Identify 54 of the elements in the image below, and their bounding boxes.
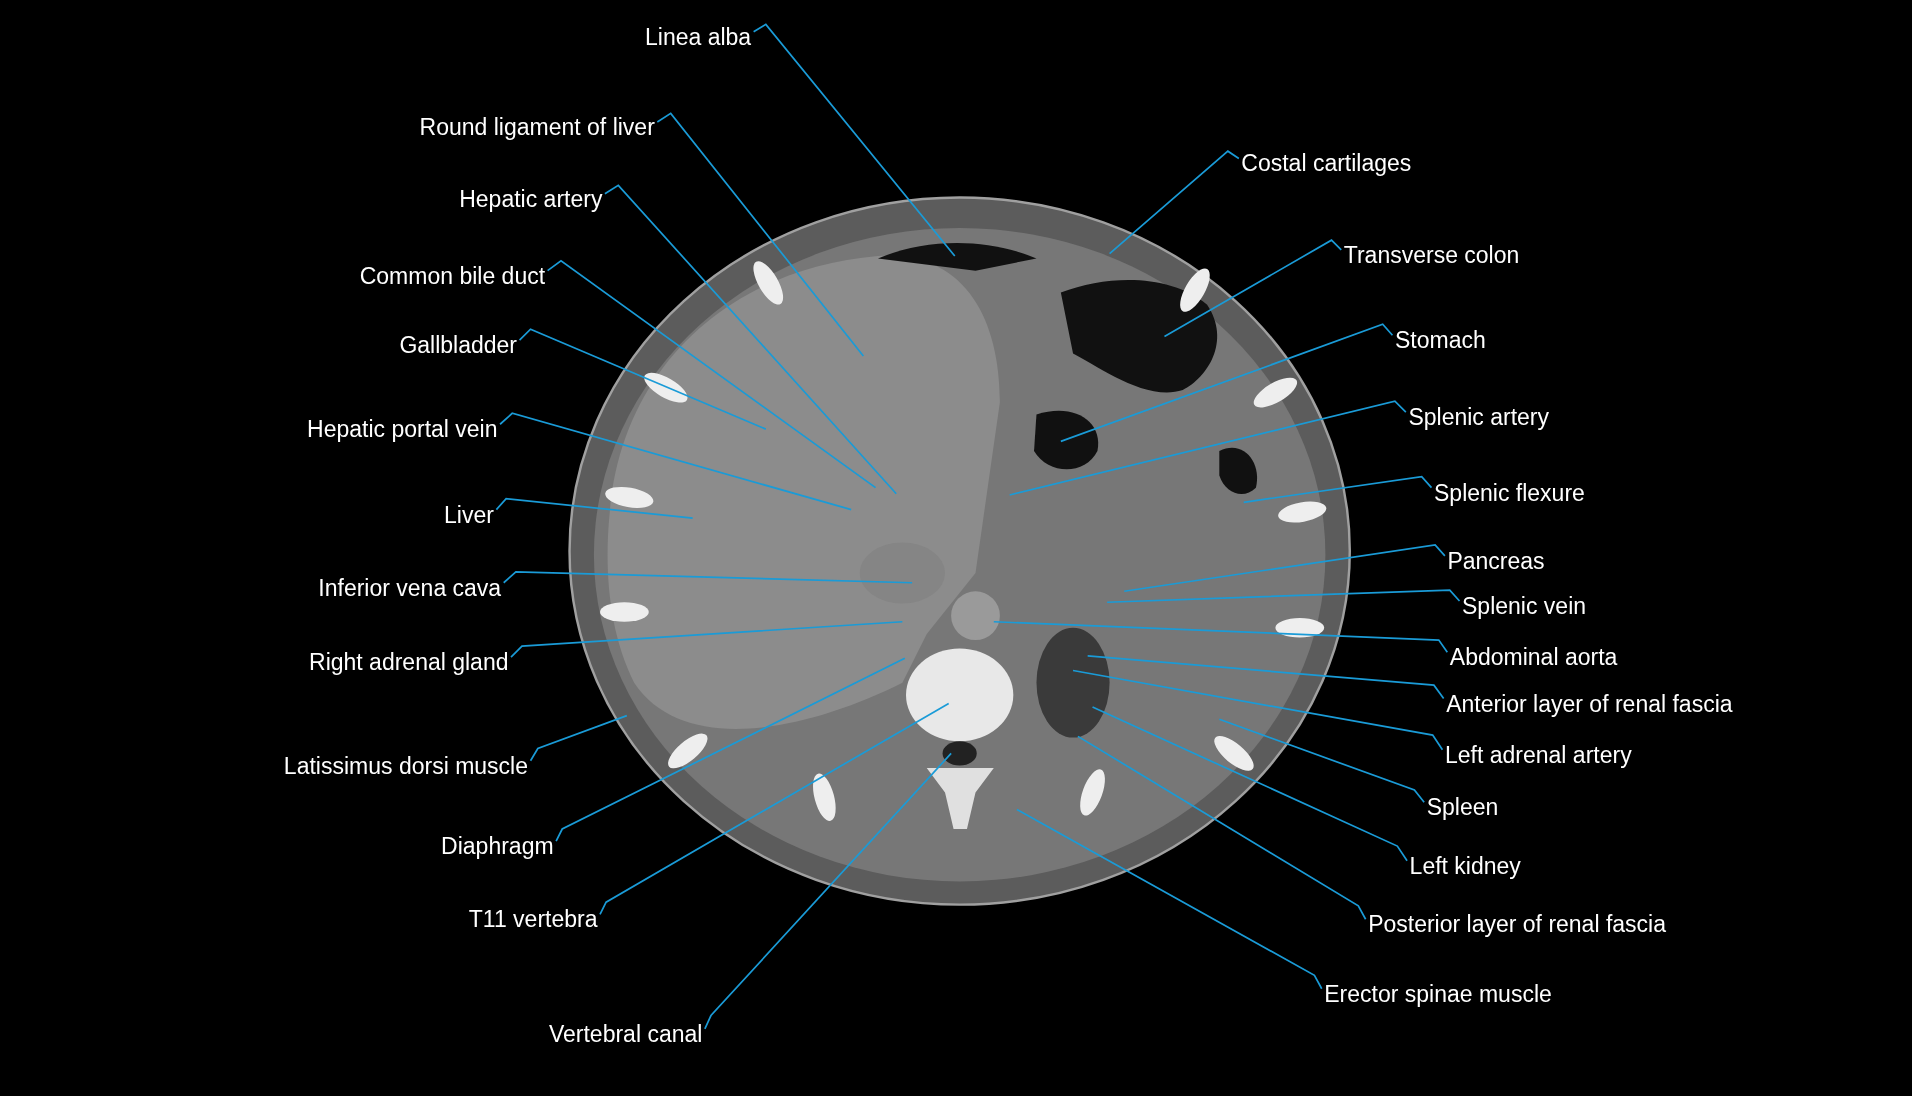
leader-line — [499, 412, 852, 511]
leader-line — [1091, 706, 1408, 862]
leader-line — [1060, 323, 1394, 443]
leader-line — [546, 259, 877, 489]
leader-line — [656, 112, 865, 357]
leader-line — [555, 657, 906, 843]
anatomy-label: Linea alba — [645, 22, 752, 51]
leader-line — [1008, 400, 1407, 496]
leader-line — [1242, 475, 1433, 504]
anatomy-label: Gallbladder — [399, 331, 518, 360]
anatomy-label: Liver — [444, 500, 494, 529]
anatomy-label: Round ligament of liver — [419, 112, 655, 141]
leader-line — [1163, 239, 1343, 338]
anatomy-label: Anterior layer of renal fascia — [1446, 689, 1733, 718]
anatomy-label: Hepatic artery — [459, 184, 603, 213]
anatomy-label: Right adrenal gland — [309, 648, 509, 677]
leader-line — [704, 752, 952, 1030]
anatomy-label: Stomach — [1394, 326, 1486, 355]
anatomy-label: Left adrenal artery — [1444, 740, 1632, 769]
anatomy-label: Diaphragm — [441, 832, 554, 861]
anatomy-label: Pancreas — [1447, 546, 1545, 575]
leader-line — [502, 570, 913, 584]
leader-line — [604, 184, 898, 495]
anatomy-label: Left kidney — [1409, 851, 1521, 880]
anatomy-label: Splenic vein — [1462, 592, 1587, 621]
leader-line — [1123, 544, 1446, 593]
leader-line — [599, 702, 950, 916]
anatomy-label: Spleen — [1426, 793, 1499, 822]
leader-line — [1218, 718, 1425, 804]
leader-line — [518, 328, 767, 430]
leader-line — [1016, 808, 1323, 990]
anatomy-label: T11 vertebra — [468, 905, 598, 934]
leader-line — [495, 497, 694, 519]
anatomy-label: Splenic flexure — [1434, 478, 1585, 507]
anatomy-label: Common bile duct — [359, 261, 546, 290]
anatomy-label: Costal cartilages — [1241, 149, 1412, 178]
leader-line — [510, 620, 904, 658]
anatomy-label: Posterior layer of renal fascia — [1368, 910, 1666, 939]
anatomy-label: Abdominal aorta — [1449, 643, 1618, 672]
anatomy-label: Hepatic portal vein — [307, 415, 498, 444]
leader-line — [529, 714, 628, 762]
leader-line — [752, 23, 956, 257]
anatomy-label: Transverse colon — [1343, 240, 1520, 269]
leader-line — [1108, 150, 1240, 255]
anatomy-label: Inferior vena cava — [318, 573, 502, 602]
leader-line — [1106, 589, 1461, 604]
anatomy-label: Vertebral canal — [548, 1020, 703, 1049]
anatomy-label: Erector spinae muscle — [1324, 979, 1552, 1008]
anatomy-label: Latissimus dorsi muscle — [283, 751, 528, 780]
anatomy-label: Splenic artery — [1408, 403, 1549, 431]
leader-line — [1086, 655, 1445, 700]
leader-line — [992, 620, 1449, 654]
leader-line — [1072, 669, 1444, 751]
leader-line — [1077, 735, 1367, 921]
